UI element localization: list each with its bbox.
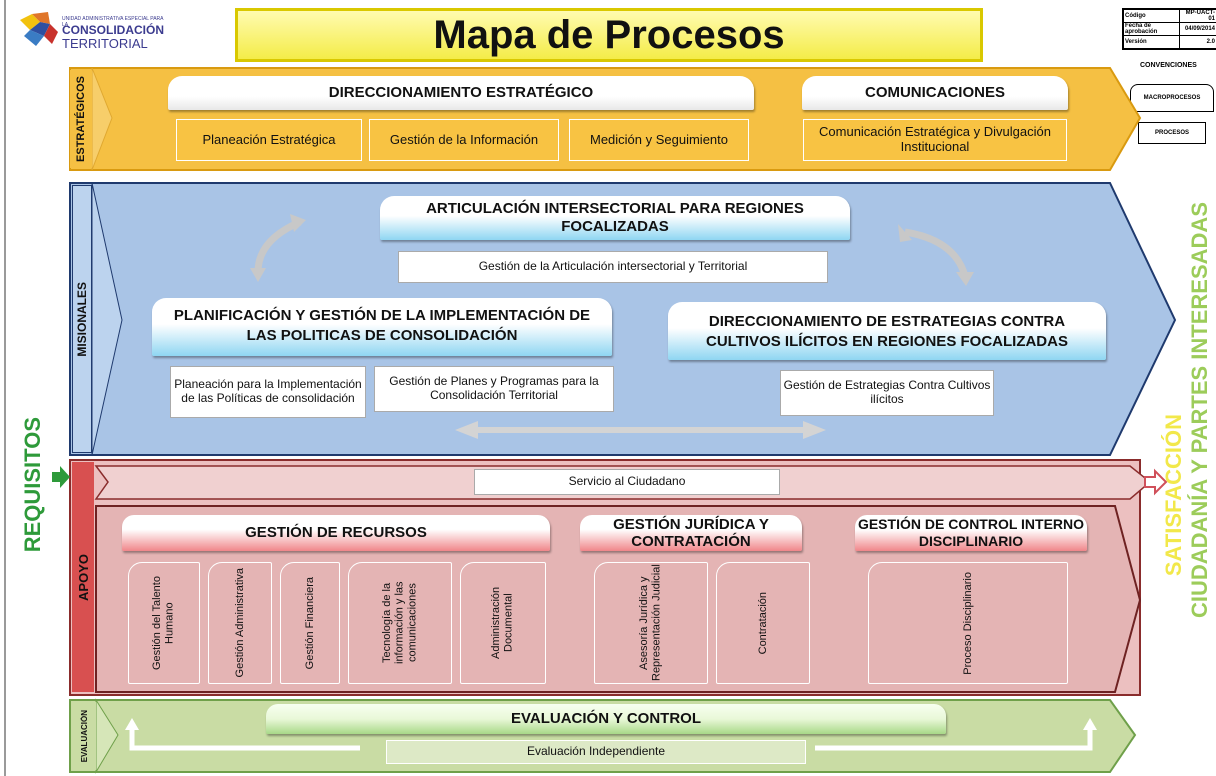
apoyo-label: APOYO: [75, 553, 91, 601]
process-articulacion: Gestión de la Articulación intersectoria…: [398, 251, 828, 283]
process-label: Proceso Disciplinario: [961, 571, 974, 675]
meta-value: 2.0: [1178, 35, 1216, 49]
logo-line1: UNIDAD ADMINISTRATIVA ESPECIAL PARA LA: [62, 16, 164, 28]
process-label: Gestión Financiera: [303, 576, 316, 670]
process-planes-programas: Gestión de Planes y Programas para la Co…: [374, 366, 614, 412]
convention-proc: PROCESOS: [1138, 122, 1206, 144]
macro-cultivos: DIRECCIONAMIENTO DE ESTRATEGIAS CONTRA C…: [668, 302, 1106, 360]
process-gestion-administrativa: Gestión Administrativa: [208, 562, 272, 684]
process-comunicacion: Comunicación Estratégica y Divulgación I…: [803, 119, 1067, 161]
process-administracion-documental: Administración Documental: [460, 562, 546, 684]
macro-comunicaciones: COMUNICACIONES: [802, 76, 1068, 110]
page-title: Mapa de Procesos: [235, 8, 983, 62]
process-servicio-ciudadano: Servicio al Ciudadano: [474, 469, 780, 495]
logo-emblem-icon: [20, 12, 58, 46]
process-estrategias-cultivos: Gestión de Estrategias Contra Cultivos i…: [780, 370, 994, 416]
misional-label-box: MISIONALES: [72, 185, 92, 453]
macro-evaluacion-control: EVALUACIÓN Y CONTROL: [266, 704, 946, 734]
logo-line3: TERRITORIAL: [62, 36, 148, 51]
convention-macro: MACROPROCESOS: [1130, 84, 1214, 112]
logo: UNIDAD ADMINISTRATIVA ESPECIAL PARA LA C…: [14, 6, 164, 58]
eval-left-arrow: [129, 727, 360, 751]
evaluacion-label: EVALUACIÓN: [79, 709, 89, 763]
requisitos-arrow-icon: [52, 466, 70, 488]
ciudadania-label: CIUDADANÍA Y PARTES INTERESADAS: [1187, 201, 1212, 618]
strategic-label: ESTRATÉGICOS: [75, 76, 87, 162]
ciudadania-box: CIUDADANÍA Y PARTES INTERESADAS: [1186, 180, 1214, 640]
left-rule: [4, 0, 6, 776]
apoyo-label-box: APOYO: [72, 462, 94, 692]
process-evaluacion-independiente: Evaluación Independiente: [386, 740, 806, 764]
process-label: Asesoría Jurídica y Representación Judic…: [638, 564, 663, 682]
misional-label: MISIONALES: [75, 281, 89, 357]
eval-right-arrow: [815, 727, 1093, 751]
macro-planificacion: PLANIFICACIÓN Y GESTIÓN DE LA IMPLEMENTA…: [152, 298, 612, 356]
process-asesoria-juridica: Asesoría Jurídica y Representación Judic…: [594, 562, 708, 684]
process-gestion-informacion: Gestión de la Información: [369, 119, 559, 161]
macro-direccionamiento: DIRECCIONAMIENTO ESTRATÉGICO: [168, 76, 754, 110]
satisfaccion-arrow-icon: [1144, 468, 1168, 496]
process-disciplinario: Proceso Disciplinario: [868, 562, 1068, 684]
macro-control-interno: GESTIÓN DE CONTROL INTERNO DISCIPLINARIO: [855, 515, 1087, 551]
strategic-label-box: ESTRATÉGICOS: [70, 70, 92, 168]
process-label: Gestión del Talento Humano: [151, 576, 176, 670]
process-label: Administración Documental: [490, 586, 515, 660]
process-label: Contratación: [756, 591, 769, 655]
process-tic: Tecnología de la información y las comun…: [348, 562, 452, 684]
macro-gestion-recursos: GESTIÓN DE RECURSOS: [122, 515, 550, 551]
evaluacion-label-box: EVALUACIÓN: [72, 702, 96, 770]
requisitos-label: REQUISITOS: [20, 417, 45, 553]
process-planeacion: Planeación Estratégica: [176, 119, 362, 161]
apoyo-inner-arrow: [95, 505, 1142, 693]
conventions-title: CONVENCIONES: [1140, 62, 1197, 69]
process-planeacion-politicas: Planeación para la Implementación de las…: [170, 366, 366, 418]
process-label: Gestión Administrativa: [233, 568, 246, 678]
process-talento-humano: Gestión del Talento Humano: [128, 562, 200, 684]
process-medicion: Medición y Seguimiento: [569, 119, 749, 161]
macro-gestion-juridica: GESTIÓN JURÍDICA Y CONTRATACIÓN: [580, 515, 802, 551]
requisitos-box: REQUISITOS: [20, 400, 45, 570]
process-gestion-financiera: Gestión Financiera: [280, 562, 340, 684]
process-contratacion: Contratación: [716, 562, 810, 684]
satisfaccion-box: SATISFACCIÓN: [1161, 400, 1186, 590]
process-label: Tecnología de la información y las comun…: [381, 581, 419, 665]
logo-line2: CONSOLIDACIÓN: [62, 23, 164, 37]
curved-arrow-right: [904, 228, 969, 278]
macro-articulacion: ARTICULACIÓN INTERSECTORIAL PARA REGIONE…: [380, 196, 850, 240]
satisfaccion-label: SATISFACCIÓN: [1161, 413, 1186, 577]
